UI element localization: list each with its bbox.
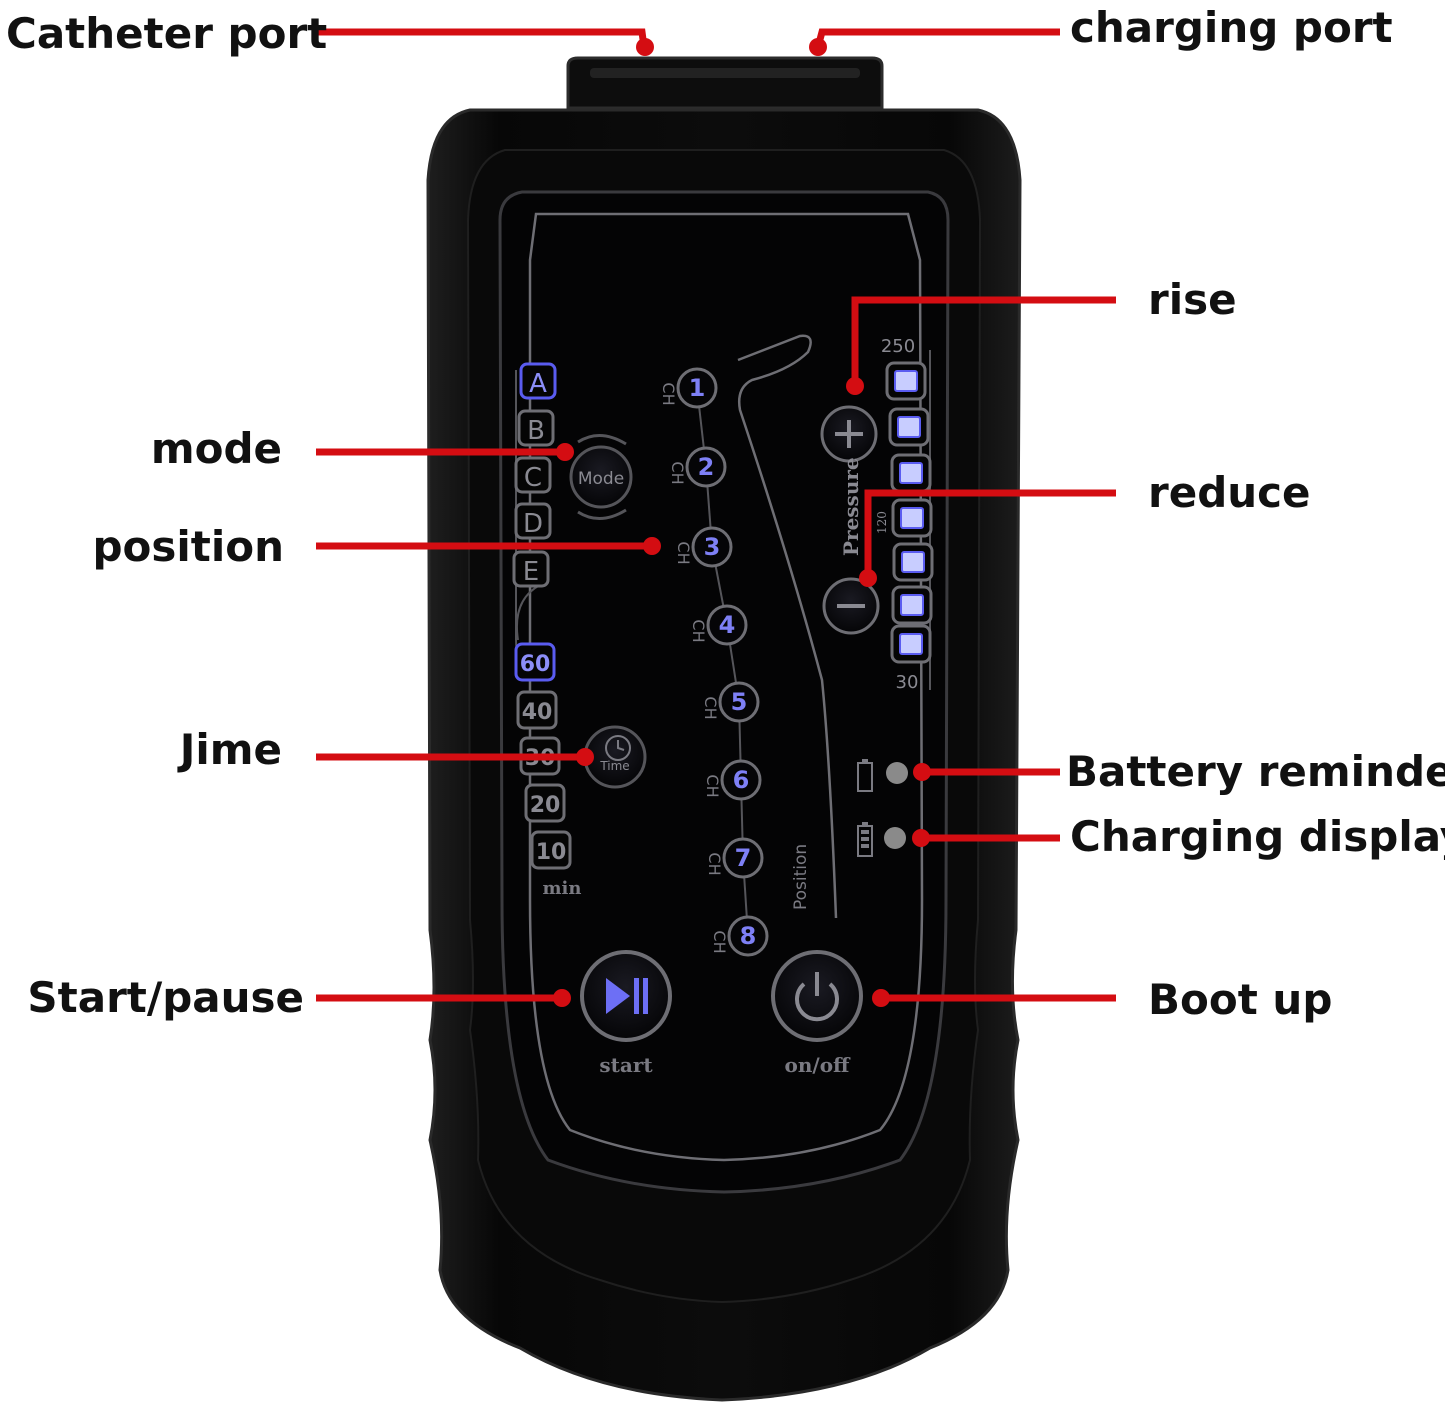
play-pause-icon bbox=[606, 978, 648, 1014]
mode-button-label: Mode bbox=[578, 469, 624, 489]
pressure-level-bar bbox=[885, 361, 934, 664]
pressure-level-led bbox=[891, 498, 933, 538]
channel-indicator: 6 CH bbox=[703, 759, 762, 801]
callout-dots bbox=[553, 38, 931, 1007]
start-pause-button[interactable] bbox=[580, 950, 672, 1042]
mode-letter: C bbox=[524, 463, 542, 493]
channel-prefix: CH bbox=[689, 619, 708, 642]
pressure-level-led bbox=[891, 585, 933, 625]
start-label: start bbox=[599, 1053, 653, 1077]
pressure-level-led bbox=[885, 361, 927, 401]
time-value: 40 bbox=[522, 700, 553, 725]
mode-letter: A bbox=[529, 369, 547, 399]
pressure-plus-button[interactable] bbox=[820, 405, 878, 463]
channel-indicator: 1 CH bbox=[659, 367, 718, 409]
time-value: 10 bbox=[536, 840, 567, 865]
channel-number: 3 bbox=[704, 533, 721, 561]
pressure-level-led bbox=[892, 542, 934, 582]
callout-catheter-port: Catheter port bbox=[6, 9, 327, 58]
channel-number: 5 bbox=[731, 688, 748, 716]
callout-line-rise bbox=[851, 296, 1116, 386]
channel-number: 7 bbox=[735, 844, 752, 872]
channel-number: 6 bbox=[733, 766, 750, 794]
channel-prefix: CH bbox=[705, 852, 724, 875]
channel-indicator: 5 CH bbox=[701, 681, 760, 723]
mode-button[interactable]: Mode bbox=[569, 434, 633, 520]
pressure-level-led bbox=[888, 407, 930, 447]
pressure-label: Pressure bbox=[839, 457, 863, 556]
callout-mode: mode bbox=[151, 424, 282, 473]
channel-prefix: CH bbox=[674, 541, 693, 564]
battery-empty-icon bbox=[857, 759, 873, 792]
time-indicator: 10 bbox=[530, 830, 572, 870]
channel-indicator: 2 CH bbox=[668, 446, 727, 488]
channel-number: 2 bbox=[698, 453, 715, 481]
pressure-min-label: 30 bbox=[896, 672, 919, 693]
plus-icon bbox=[835, 420, 863, 448]
top-connector bbox=[566, 56, 884, 110]
channel-indicator: 3 CH bbox=[674, 526, 733, 568]
mode-letter: B bbox=[527, 416, 545, 446]
callout-line-charging bbox=[814, 28, 1060, 48]
channel-prefix: CH bbox=[703, 774, 722, 797]
callout-position: position bbox=[92, 522, 284, 571]
channel-number: 4 bbox=[719, 611, 736, 639]
power-label: on/off bbox=[785, 1053, 852, 1077]
battery-charging-icon bbox=[857, 822, 873, 857]
position-label: Position bbox=[791, 844, 811, 910]
channel-indicator: 7 CH bbox=[705, 837, 764, 879]
callout-line-catheter bbox=[316, 28, 648, 48]
battery-reminder-indicator bbox=[857, 759, 908, 792]
channel-number: 8 bbox=[740, 922, 757, 950]
channel-prefix: CH bbox=[710, 930, 729, 953]
callout-charging-display: Charging display bbox=[1070, 812, 1445, 861]
battery-reminder-led bbox=[886, 762, 908, 784]
pressure-mid-label: 120 bbox=[875, 511, 889, 534]
charging-display-indicator bbox=[857, 822, 906, 857]
callout-reduce: reduce bbox=[1148, 468, 1311, 517]
callout-line-reduce bbox=[864, 489, 1116, 578]
callout-charging-port: charging port bbox=[1070, 3, 1393, 52]
callout-boot-up: Boot up bbox=[1148, 975, 1332, 1024]
channel-prefix: CH bbox=[668, 461, 687, 484]
mode-indicator: E bbox=[512, 550, 550, 588]
time-indicator: 20 bbox=[524, 783, 566, 823]
channel-prefix: CH bbox=[659, 382, 678, 405]
channel-prefix: CH bbox=[701, 696, 720, 719]
mode-indicator: A bbox=[519, 362, 557, 400]
channel-indicator: 8 CH bbox=[710, 915, 769, 957]
callout-rise: rise bbox=[1148, 275, 1237, 324]
power-button[interactable] bbox=[771, 950, 863, 1042]
time-button-label: Time bbox=[599, 759, 629, 773]
mode-letter: E bbox=[523, 557, 539, 587]
time-indicator: 40 bbox=[516, 690, 558, 730]
pressure-max-label: 250 bbox=[881, 336, 915, 357]
pressure-level-led bbox=[890, 453, 932, 493]
callout-start-pause: Start/pause bbox=[27, 973, 304, 1022]
callout-battery-reminder: Battery reminder bbox=[1066, 747, 1445, 796]
mode-letter: D bbox=[523, 509, 543, 539]
time-value: 60 bbox=[520, 652, 551, 677]
mode-indicator: C bbox=[514, 456, 552, 494]
callout-time: Jime bbox=[177, 725, 282, 774]
channel-indicator: 4 CH bbox=[689, 604, 748, 646]
pressure-level-led bbox=[890, 624, 932, 664]
time-unit-label: min bbox=[543, 878, 582, 899]
clock-icon bbox=[605, 735, 631, 761]
time-button[interactable]: Time bbox=[583, 725, 647, 789]
channel-number: 1 bbox=[689, 374, 706, 402]
power-icon bbox=[795, 972, 839, 1022]
pressure-minus-button[interactable] bbox=[822, 577, 880, 635]
time-indicator: 60 bbox=[514, 642, 556, 682]
time-value: 20 bbox=[530, 793, 561, 818]
charging-display-led bbox=[884, 827, 906, 849]
mode-indicator: D bbox=[514, 502, 552, 540]
mode-indicator: B bbox=[517, 409, 555, 447]
